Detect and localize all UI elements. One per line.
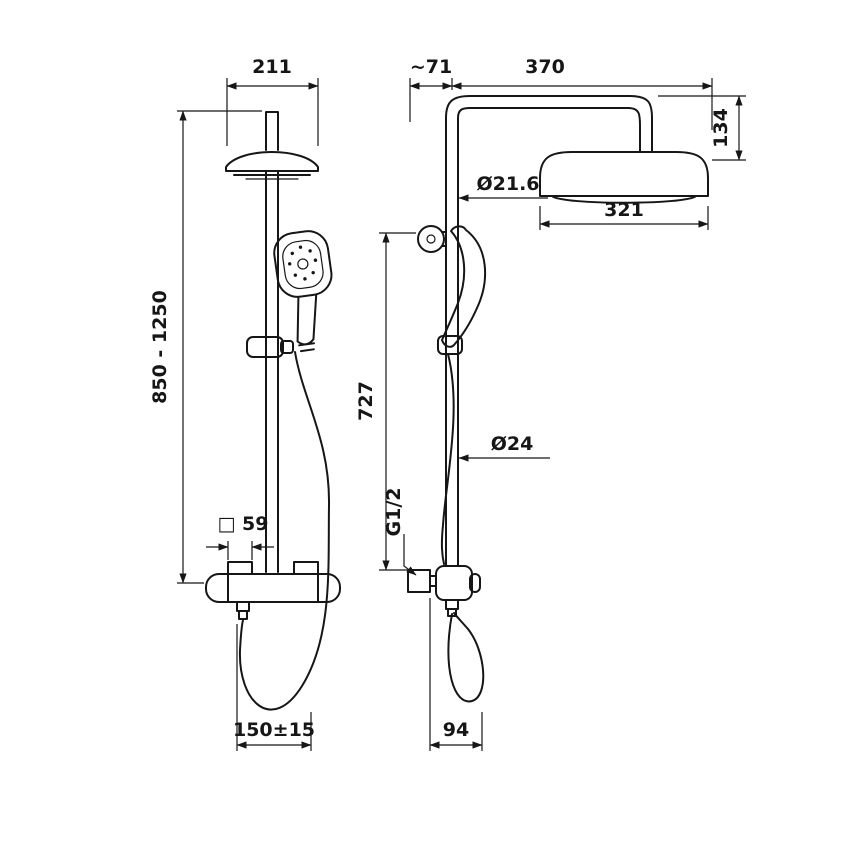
side-dimensions: ~71 370 134 Ø21.6 321 727 Ø24 [355, 56, 746, 751]
front-riser-pipe [265, 111, 279, 573]
side-valve [407, 565, 481, 617]
dim-head-width-label: 211 [252, 56, 292, 78]
front-slider-bracket [246, 336, 294, 358]
front-overhead-shower-head [225, 151, 319, 180]
dim-inlet-thread-label: G1/2 [383, 488, 405, 537]
dim-pipe-diameter-label: Ø24 [491, 433, 534, 455]
side-overhead-shower-head [539, 151, 709, 204]
front-dimensions: 211 850 - 1250 □ 59 150±15 [149, 56, 319, 751]
dim-inlet-thread-leader [403, 534, 417, 576]
front-thermostatic-valve [205, 561, 341, 620]
front-shower-hose [238, 351, 331, 711]
side-shower-hose [440, 353, 485, 703]
dim-height-range-label: 850 - 1250 [149, 290, 171, 404]
dim-wall-offset-label: ~71 [410, 56, 452, 78]
dim-hose-clearance-label: 150±15 [233, 719, 315, 741]
front-hand-shower [273, 230, 333, 353]
dim-arm-reach-label: 370 [525, 56, 565, 78]
side-wall-bracket [417, 225, 447, 253]
side-riser-pipe [445, 95, 653, 567]
side-view: ~71 370 134 Ø21.6 321 727 Ø24 [355, 56, 746, 751]
side-hand-shower [441, 225, 487, 348]
dim-head-drop-label: 134 [710, 108, 732, 148]
dim-valve-depth-label: 94 [443, 719, 469, 741]
dim-head-depth-label: 321 [604, 199, 644, 221]
dim-valve-square-label: □ 59 [217, 513, 268, 535]
side-shower-holder [437, 335, 463, 355]
dim-top-pipe-diameter-label: Ø21.6 [476, 173, 539, 195]
dim-riser-length-label: 727 [355, 381, 377, 421]
dim-head-drop-extensions [658, 95, 746, 161]
front-view: 211 850 - 1250 □ 59 150±15 [149, 56, 341, 751]
dim-valve-square-extensions [227, 541, 253, 560]
